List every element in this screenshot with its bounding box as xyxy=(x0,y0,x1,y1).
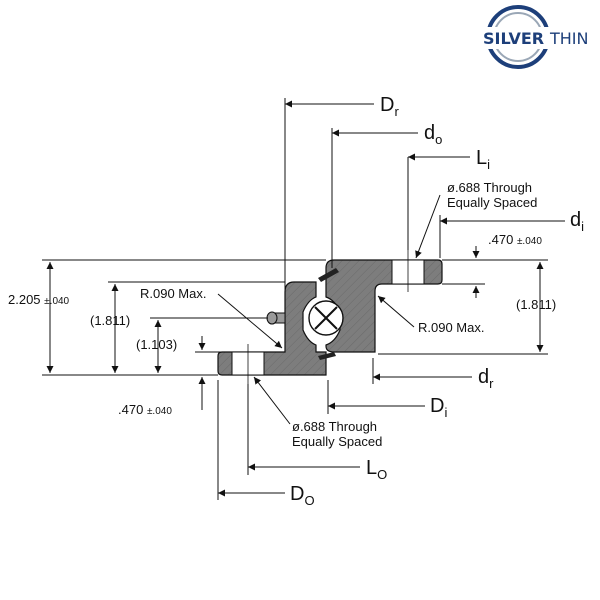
label-Do: DO xyxy=(290,483,315,508)
upper-seal xyxy=(318,268,339,282)
silverthin-logo: SILVER THIN xyxy=(480,5,598,69)
radius-note-right: R.090 Max. xyxy=(418,320,484,335)
logo-text-silver: SILVER xyxy=(483,29,544,48)
label-do: do xyxy=(424,122,442,147)
right-flange-value: .470 ±.040 xyxy=(488,232,542,247)
label-di: di xyxy=(570,209,584,234)
label-Dr: Dr xyxy=(380,94,399,119)
grease-fitting-icon xyxy=(266,311,286,325)
overall-height-value: 2.205 ±.040 xyxy=(8,292,70,307)
lower-seal xyxy=(318,352,336,360)
left-flange-value: .470 ±.040 xyxy=(118,402,172,417)
label-Di: Di xyxy=(430,395,447,420)
right-inner-height-value: (1.811) xyxy=(516,297,556,312)
bearing-section xyxy=(217,250,443,384)
hole-note-top-line1: ø.688 Through xyxy=(447,180,532,195)
ball-center-value: (1.103) xyxy=(136,337,177,352)
diameter-dimensions xyxy=(217,98,565,500)
notes: ø.688 Through Equally Spaced R.090 Max. … xyxy=(140,180,537,449)
label-dr: dr xyxy=(478,366,494,391)
radius-note-left: R.090 Max. xyxy=(140,286,206,301)
label-Li: Li xyxy=(476,147,490,172)
left-inner-height-value: (1.811) xyxy=(90,313,130,328)
hole-note-bottom-line2: Equally Spaced xyxy=(292,434,382,449)
leader-lines xyxy=(217,194,441,425)
logo-text-thin: THIN xyxy=(549,29,589,48)
inner-race xyxy=(325,259,443,353)
ball-icon xyxy=(308,300,344,336)
logo-band xyxy=(480,27,598,49)
outer-race xyxy=(217,281,327,376)
hole-note-top-line2: Equally Spaced xyxy=(447,195,537,210)
dimension-labels: Dr do Li di dr Di LO DO 2.205 ±.040 (1.8… xyxy=(8,94,584,508)
hole-note-bottom-line1: ø.688 Through xyxy=(292,419,377,434)
height-dimensions xyxy=(42,246,548,410)
label-Lo: LO xyxy=(366,457,387,482)
